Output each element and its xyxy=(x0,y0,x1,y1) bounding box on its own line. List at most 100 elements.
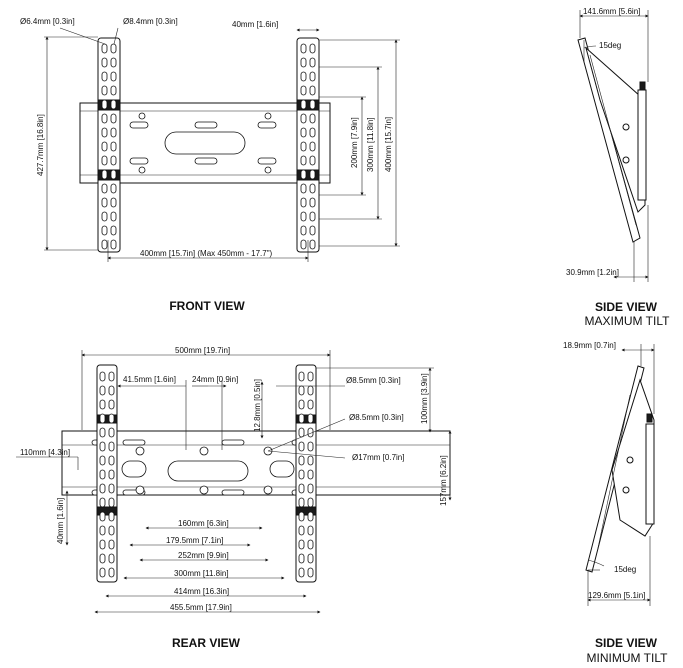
arm-slot xyxy=(110,141,117,152)
arm-slot xyxy=(110,85,117,96)
side-max-angle-label: 15deg xyxy=(599,41,621,50)
front-plate-slots xyxy=(129,112,277,174)
rear-dim-179: 179.5mm [7.1in] xyxy=(166,536,223,545)
arm-slot xyxy=(108,399,115,410)
arm-slot xyxy=(307,497,314,508)
arm-slot xyxy=(108,553,115,564)
arm-slot xyxy=(298,441,305,452)
arm-slot xyxy=(300,169,307,180)
arm-slot xyxy=(298,483,305,494)
arm-slot xyxy=(307,553,314,564)
arm-slot xyxy=(108,483,115,494)
arm-slot xyxy=(110,169,117,180)
front-dim-300: 300mm [11.8in] xyxy=(366,117,375,172)
side-max-panel xyxy=(577,37,641,243)
side-max-wall-label: 30.9mm [1.2in] xyxy=(566,268,619,277)
arm-slot xyxy=(99,385,106,396)
arm-slot xyxy=(309,43,316,54)
arm-slot xyxy=(298,539,305,550)
arm-slot xyxy=(309,99,316,110)
front-arm-slots xyxy=(101,43,316,250)
arm-slot xyxy=(298,427,305,438)
arm-slot xyxy=(309,71,316,82)
rear-dim-110: 110mm [4.3in] xyxy=(20,448,70,457)
arm-slot xyxy=(298,567,305,578)
rear-hole-a-label: Ø8.5mm [0.3in] xyxy=(346,376,401,385)
arm-slot xyxy=(307,483,314,494)
arm-slot xyxy=(108,385,115,396)
side-min-top-label: 18.9mm [0.7in] xyxy=(563,341,616,350)
arm-slot xyxy=(307,399,314,410)
side-max-wall-plate xyxy=(637,89,647,201)
arm-slot xyxy=(307,539,314,550)
rear-dim-160: 160mm [6.3in] xyxy=(178,519,229,528)
arm-slot xyxy=(108,455,115,466)
arm-slot xyxy=(300,43,307,54)
arm-slot xyxy=(101,57,108,68)
arm-slot xyxy=(101,43,108,54)
arm-slot xyxy=(309,57,316,68)
arm-slot xyxy=(99,427,106,438)
front-hole-small-label: Ø6.4mm [0.3in] xyxy=(20,17,75,26)
arm-slot xyxy=(309,169,316,180)
rear-arm-slots xyxy=(99,371,314,578)
arm-slot xyxy=(110,211,117,222)
arm-slot xyxy=(300,239,307,250)
side-max-depth-label: 141.6mm [5.6in] xyxy=(583,7,640,16)
arm-slot xyxy=(108,427,115,438)
arm-slot xyxy=(300,99,307,110)
arm-slot xyxy=(101,127,108,138)
side-min-bracket xyxy=(611,378,655,537)
arm-slot xyxy=(108,371,115,382)
arm-slot xyxy=(110,99,117,110)
rear-hole-c-label: Ø17mm [0.7in] xyxy=(352,453,404,462)
arm-slot xyxy=(101,211,108,222)
side-max-caption: SIDE VIEW xyxy=(595,300,658,314)
arm-slot xyxy=(300,113,307,124)
rear-dim-455: 455.5mm [17.9in] xyxy=(170,603,232,612)
front-right-arm xyxy=(296,37,320,253)
arm-slot xyxy=(307,413,314,424)
arm-slot xyxy=(110,183,117,194)
arm-slot xyxy=(110,197,117,208)
arm-slot xyxy=(309,197,316,208)
rear-dim-24: 24mm [0.9in] xyxy=(192,375,238,384)
rear-dim-414: 414mm [16.3in] xyxy=(174,587,229,596)
arm-slot xyxy=(108,441,115,452)
arm-slot xyxy=(108,497,115,508)
arm-slot xyxy=(99,483,106,494)
arm-slot xyxy=(298,525,305,536)
arm-slot xyxy=(300,85,307,96)
arm-slot xyxy=(300,57,307,68)
arm-slot xyxy=(101,141,108,152)
side-min-wall-plate xyxy=(645,423,655,525)
rear-hole-b-label: Ø8.5mm [0.3in] xyxy=(349,413,404,422)
arm-slot xyxy=(309,127,316,138)
arm-slot xyxy=(101,225,108,236)
arm-slot xyxy=(110,225,117,236)
side-view-max-tilt: 141.6mm [5.6in] 15deg 30.9mm [1.2in] SID… xyxy=(566,7,670,328)
arm-slot xyxy=(108,567,115,578)
arm-slot xyxy=(300,197,307,208)
front-view: Ø6.4mm [0.3in] Ø8.4mm [0.3in] 40mm [1.6i… xyxy=(20,17,400,313)
arm-slot xyxy=(110,71,117,82)
arm-slot xyxy=(298,469,305,480)
arm-slot xyxy=(99,441,106,452)
arm-slot xyxy=(309,141,316,152)
arm-slot xyxy=(298,399,305,410)
arm-slot xyxy=(99,399,106,410)
arm-slot xyxy=(309,85,316,96)
arm-slot xyxy=(99,539,106,550)
arm-slot xyxy=(101,113,108,124)
arm-slot xyxy=(309,225,316,236)
arm-slot xyxy=(298,497,305,508)
arm-slot xyxy=(108,469,115,480)
arm-slot xyxy=(99,455,106,466)
arm-slot xyxy=(99,469,106,480)
side-min-subcaption: MINIMUM TILT xyxy=(587,651,669,665)
arm-slot xyxy=(101,239,108,250)
rear-view-caption: REAR VIEW xyxy=(172,636,241,650)
front-dim-200: 200mm [7.9in] xyxy=(350,117,359,168)
arm-slot xyxy=(99,497,106,508)
